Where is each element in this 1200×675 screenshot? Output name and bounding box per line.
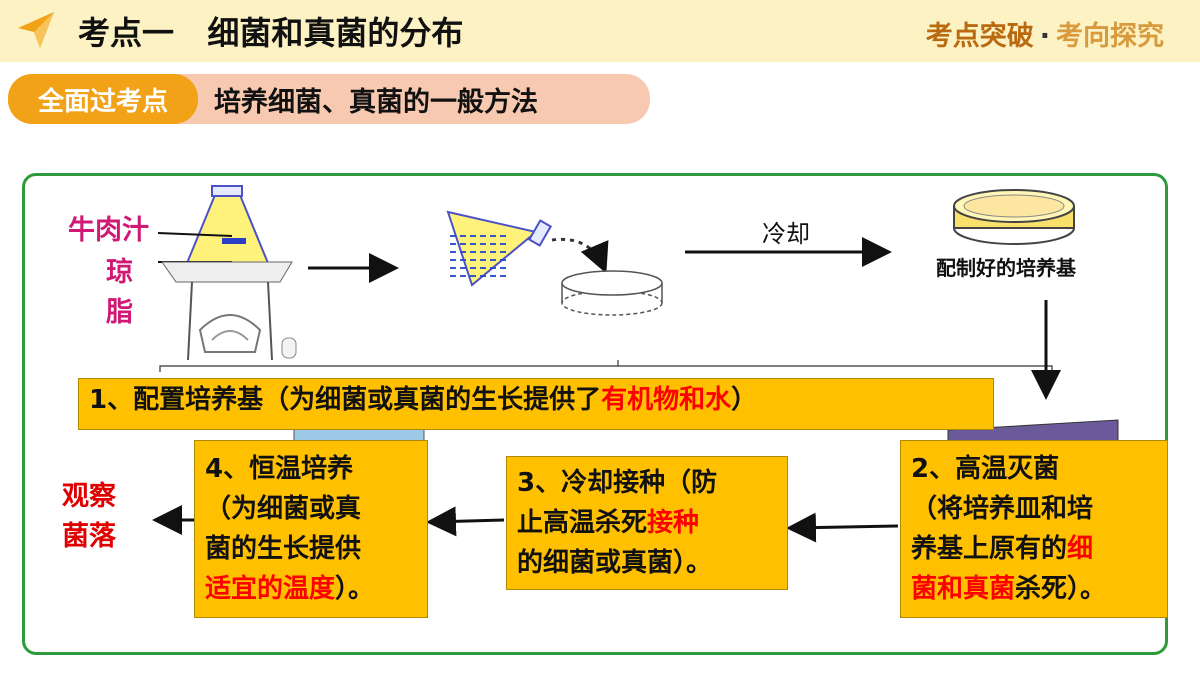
header-bar xyxy=(0,0,1200,62)
step-4-highlight: 适宜的温度 xyxy=(205,574,336,604)
section-badge: 全面过考点 xyxy=(8,74,198,124)
label-beef-broth: 牛肉汁 xyxy=(68,215,149,246)
step-3-line-3: 的细菌或真菌）。 xyxy=(517,548,713,578)
section-title: 培养细菌、真菌的一般方法 xyxy=(214,87,538,118)
step-3-box: 3、冷却接种（防 止高温杀死接种 的细菌或真菌）。 xyxy=(506,456,788,590)
step-2-highlight-b: 菌和真菌 xyxy=(911,574,1016,604)
step-3-line-1: 3、冷却接种（防 xyxy=(517,468,718,498)
step-2-line-3: 养基上原有的 xyxy=(911,534,1068,564)
label-prepared-medium: 配制好的培养基 xyxy=(936,256,1076,280)
step-1-box: 1、配置培养基（为细菌或真菌的生长提供了有机物和水） xyxy=(78,378,994,430)
step-2-box: 2、高温灭菌 （将培养皿和培 养基上原有的细 菌和真菌杀死）。 xyxy=(900,440,1168,618)
step-3-highlight: 接种 xyxy=(647,508,700,538)
label-cool: 冷却 xyxy=(762,220,810,248)
step-4-line-2: （为细菌或真 xyxy=(205,494,362,524)
label-agar-1: 琼 xyxy=(106,257,133,288)
step-4-box: 4、恒温培养 （为细菌或真 菌的生长提供 适宜的温度）。 xyxy=(194,440,428,618)
step-2-line-4: 杀死）。 xyxy=(1015,574,1107,604)
step-2-highlight-a: 细 xyxy=(1067,534,1094,564)
heating-flask-illustration xyxy=(157,185,297,361)
header-nav-dot: · xyxy=(1039,21,1050,52)
pouring-flask-illustration xyxy=(446,210,609,287)
diagram-frame xyxy=(22,173,1168,655)
step-4-line-4: ）。 xyxy=(335,574,375,604)
header-nav: 考点突破·考向探究 xyxy=(926,14,1164,53)
step-1-highlight: 有机物和水 xyxy=(601,385,732,415)
step-3-line-2: 止高温杀死 xyxy=(517,508,648,538)
page-title: 考点一 细菌和真菌的分布 xyxy=(78,14,464,52)
label-agar-2: 脂 xyxy=(106,297,133,328)
step-1-end: ） xyxy=(731,385,758,415)
navigation-arrow-icon xyxy=(18,12,54,48)
header-nav-dim: 考向探究 xyxy=(1056,21,1164,52)
empty-petri-dish-illustration xyxy=(561,270,663,316)
step-2-line-1: 2、高温灭菌 xyxy=(911,454,1060,484)
step-4-line-1: 4、恒温培养 xyxy=(205,454,354,484)
observe-line-2: 菌落 xyxy=(62,521,116,552)
step-2-line-2: （将培养皿和培 xyxy=(911,494,1094,524)
prepared-dish-illustration xyxy=(953,189,1075,245)
header-nav-main: 考点突破 xyxy=(925,21,1034,52)
step-4-line-3: 菌的生长提供 xyxy=(205,534,362,564)
step-1-text: 1、配置培养基（为细菌或真菌的生长提供了 xyxy=(89,385,602,415)
observe-line-1: 观察 xyxy=(62,481,116,512)
